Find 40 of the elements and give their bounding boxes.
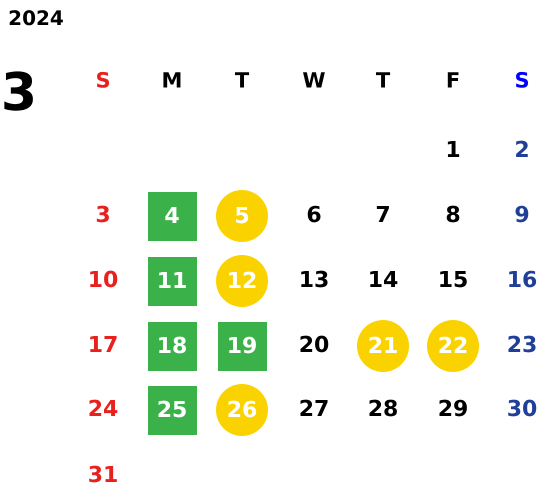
highlighted-date-square: 18 [148, 322, 196, 370]
weekday-header: T [234, 70, 250, 92]
weekday-header: S [514, 70, 530, 92]
date-number: 30 [506, 399, 538, 421]
highlighted-date-circle: 5 [216, 190, 268, 242]
date-number: 31 [88, 465, 118, 487]
weekday-header: W [302, 70, 326, 92]
highlighted-date-circle: 12 [216, 255, 268, 307]
date-number: 16 [506, 270, 538, 292]
year-title: 2024 [8, 8, 64, 28]
date-number: 28 [368, 399, 398, 421]
weekday-header: F [446, 70, 460, 92]
date-number: 27 [298, 399, 330, 421]
date-number: 23 [506, 335, 538, 357]
highlighted-date-circle: 21 [357, 320, 409, 372]
date-number: 8 [445, 205, 461, 227]
date-number: 29 [438, 399, 468, 421]
date-number: 15 [438, 270, 468, 292]
highlighted-date-square: 19 [218, 322, 266, 370]
date-number: 10 [88, 270, 118, 292]
weekday-header: T [376, 70, 390, 92]
date-number: 14 [368, 270, 398, 292]
weekday-header: S [95, 70, 111, 92]
date-number: 7 [375, 205, 391, 227]
date-number: 1 [445, 140, 461, 162]
date-number: 17 [88, 335, 118, 357]
highlighted-date-square: 11 [148, 256, 196, 306]
date-number: 2 [514, 140, 530, 162]
month-number: 3 [0, 67, 38, 119]
date-number: 13 [298, 270, 330, 292]
date-number: 9 [514, 205, 530, 227]
date-number: 6 [306, 205, 322, 227]
date-number: 20 [298, 335, 330, 357]
highlighted-date-circle: 26 [216, 384, 268, 436]
highlighted-date-circle: 22 [427, 320, 479, 372]
highlighted-date-square: 25 [148, 386, 196, 434]
weekday-header: M [162, 70, 182, 92]
highlighted-date-square: 4 [148, 192, 196, 240]
date-number: 3 [95, 205, 111, 227]
date-number: 24 [88, 399, 118, 421]
